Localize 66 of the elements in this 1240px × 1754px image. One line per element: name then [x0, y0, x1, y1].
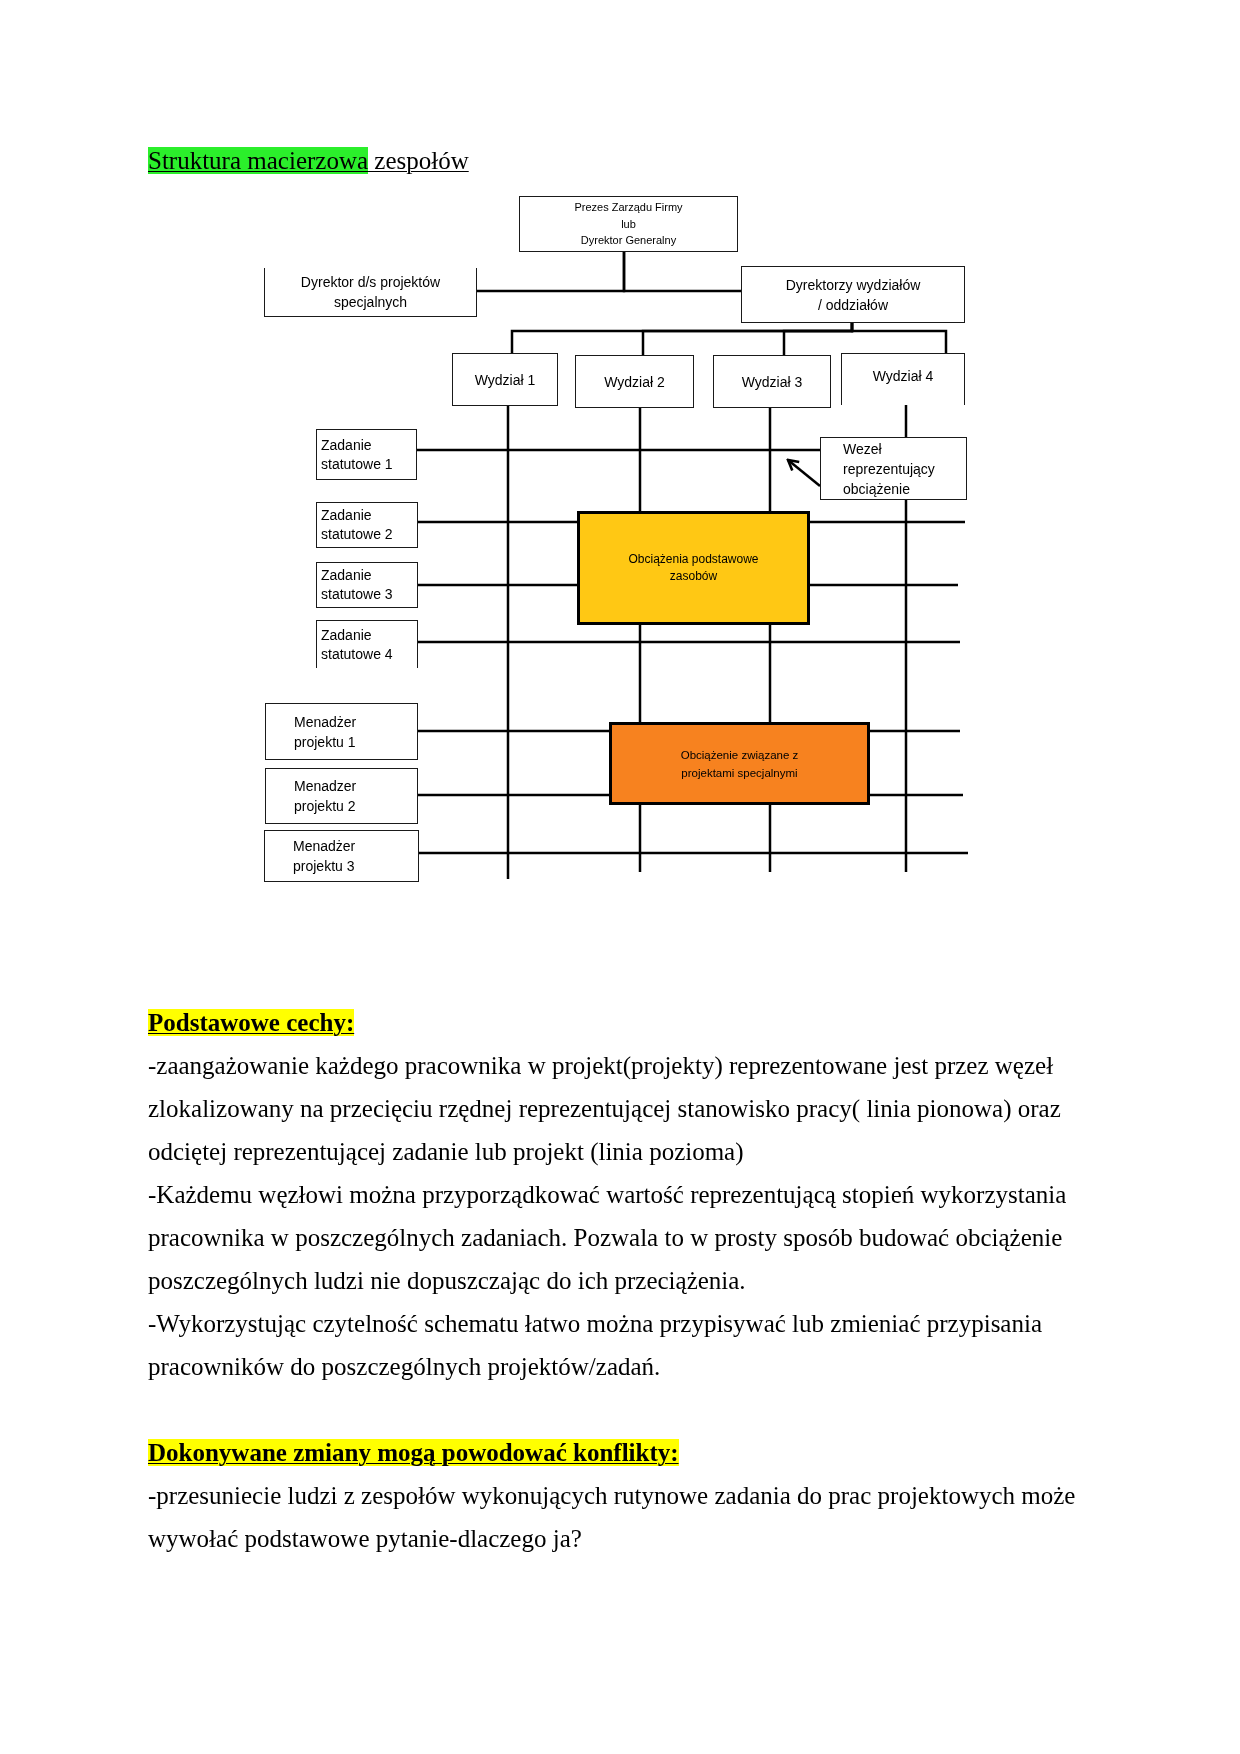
manager-box	[265, 703, 418, 760]
connector-line	[810, 583, 958, 587]
task-box	[316, 502, 418, 548]
connector-line	[638, 408, 642, 511]
callout-text: Wezeł reprezentujący obciążenie	[843, 439, 936, 499]
connector-line	[418, 793, 609, 797]
task-name: Zadanie statutowe 3	[321, 566, 394, 604]
manager-name: Menadżer projektu 3	[293, 837, 357, 876]
connector-line	[506, 406, 510, 879]
department-box	[575, 355, 694, 408]
task-box	[316, 620, 418, 668]
role-box	[741, 266, 965, 323]
connector-line	[418, 520, 577, 524]
task-name: Zadanie statutowe 4	[321, 625, 394, 664]
department-name: Wydział 3	[741, 372, 803, 392]
department-box	[452, 353, 558, 406]
department-name: Wydział 1	[474, 370, 536, 390]
body-paragraph: -przesuniecie ludzi z zespołów wykonujących rutynowe zadania do prac projektowych może wywołać podstawowe pytanie-dlaczego ja?	[148, 1481, 1077, 1554]
role-box	[519, 196, 738, 252]
connector-line	[418, 640, 960, 644]
task-box	[316, 429, 417, 480]
section-heading: Podstawowe cechy:	[148, 1009, 355, 1036]
role-title: Dyrektor Generalny	[580, 233, 677, 249]
body-paragraph: -Każdemu węzłowi można przyporządkować wartość reprezentującą stopień wykorzystania pracownika w poszczególnych zadaniach. Pozwala to w prosty sposób budować obciążenie poszczególnych ludzi nie dopuszczając do ich przeciążenia.	[148, 1180, 1068, 1296]
connector-line	[870, 729, 960, 733]
connector-line	[768, 625, 772, 722]
connector-line	[810, 520, 965, 524]
connector-line	[418, 583, 577, 587]
workload-block	[577, 511, 810, 625]
connector-line	[622, 252, 741, 293]
workload-label: Obciążenia podstawowe zasobów	[627, 550, 760, 585]
connector-line	[904, 405, 908, 437]
workload-block	[609, 722, 870, 805]
department-name: Wydział 4	[872, 366, 934, 386]
callout-box	[820, 437, 967, 500]
role-box	[264, 268, 477, 317]
role-title: Dyrektorzy wydziałów / oddziałów	[784, 275, 922, 315]
department-box	[713, 355, 831, 408]
connector-line	[768, 408, 772, 511]
section-heading: Dokonywane zmiany mogą powodować konflikty:	[148, 1439, 679, 1466]
leader-arrow	[786, 458, 821, 487]
manager-name: Menadzer projektu 2	[294, 777, 358, 816]
manager-box	[264, 830, 419, 882]
body-paragraph: -zaangażowanie każdego pracownika w projekt(projekty) reprezentowane jest przez węzeł zlokalizowany na przecięciu rzędnej reprezentującej stanowisko pracy( linia pionowa) oraz odciętej reprezentującej zadanie lub projekt (linia pozioma)	[148, 1051, 1062, 1168]
body-paragraph: -Wykorzystując czytelność schematu łatwo można przypisywać lub zmieniać przypisania pracowników do poszczególnych projektów/zadań.	[148, 1309, 1043, 1382]
role-title: lub	[621, 216, 636, 232]
manager-box	[265, 768, 418, 824]
workload-label: Obciążenie związane z projektami specjalnymi	[679, 747, 800, 781]
task-name: Zadanie statutowe 2	[321, 506, 394, 544]
connector-line	[850, 323, 948, 353]
manager-name: Menadżer projektu 1	[294, 712, 358, 752]
connector-line	[418, 729, 609, 733]
task-name: Zadanie statutowe 1	[321, 435, 394, 474]
page-title: Struktura macierzowa zespołów	[148, 146, 469, 176]
connector-line	[417, 448, 820, 452]
connector-line	[638, 805, 642, 872]
role-title: Dyrektor d/s projektów specjalnych	[299, 273, 442, 312]
connector-line	[768, 805, 772, 872]
role-title: Prezes Zarządu Firmy	[574, 200, 683, 216]
connector-line	[638, 625, 642, 722]
task-box	[316, 562, 418, 608]
connector-line	[870, 793, 963, 797]
connector-line	[419, 851, 968, 855]
connector-line	[904, 500, 908, 872]
department-box	[841, 353, 965, 405]
department-name: Wydział 2	[604, 372, 665, 392]
